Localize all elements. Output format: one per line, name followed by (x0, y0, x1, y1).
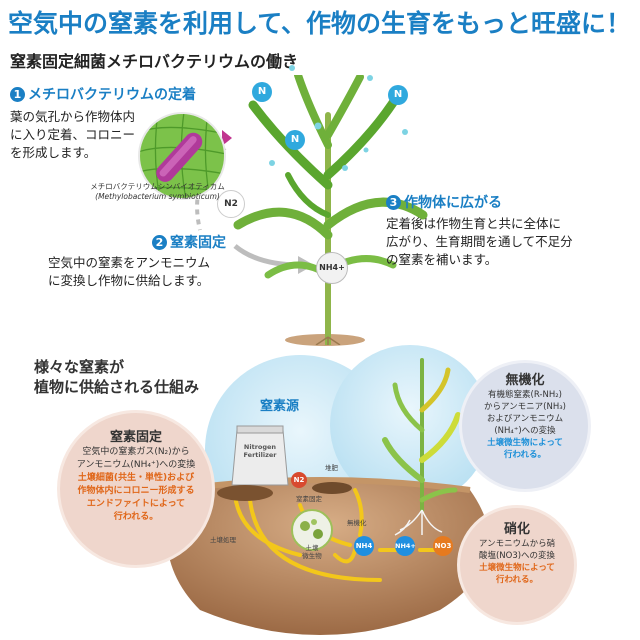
soil-treatment-label: 土壌処理 (210, 536, 236, 544)
pink-pointer (222, 130, 232, 146)
mineralization-circle-title: 無機化 (505, 373, 545, 388)
fixation-circle-title: 窒素固定 (109, 430, 162, 445)
mineralization-circle: 無機化 有機態窒素(R-NH₂) からアンモニア(NH₃) およびアンモニウム … (462, 363, 588, 489)
fixation-circle: 窒素固定 空気中の窒素ガス(N₂)から アンモニウム(NH₄⁺)への変換 土壌細… (60, 413, 212, 565)
no3-badge: NO3 (433, 536, 453, 556)
nh4-molecule: NH4+ (316, 252, 348, 284)
page-title: 空気中の窒素を利用して、作物の生育をもっと旺盛に！ (8, 9, 632, 38)
leaf-zoom-illustration (138, 112, 226, 200)
flow-arrow (353, 488, 364, 537)
fixation-small-label: 窒素固定 (296, 495, 322, 503)
page-subtitle: 窒素固定細菌メチロバクテリウムの働き (10, 52, 299, 71)
flow-arrow (333, 548, 357, 564)
n2-badge: N2 (291, 472, 307, 488)
microbe-circle (291, 509, 333, 551)
soil-illustration (166, 345, 490, 635)
step1-text: 葉の気孔から作物体内に入り定着、コロニーを形成します。 (10, 109, 136, 160)
nitrification-circle-title: 硝化 (503, 522, 530, 537)
n2-molecule: N2 (217, 190, 245, 218)
nitrogen-source-label: 窒素源 (260, 399, 300, 414)
manure-pile (312, 482, 352, 494)
n-molecule: N (285, 130, 305, 150)
bacterium-caption: メチロバクテリウムシンバイオティカム(Methylobacterium symb… (90, 182, 225, 201)
flow-arrow (233, 493, 302, 557)
n-molecule: N (388, 85, 408, 105)
soil-body (166, 477, 490, 635)
step3-text: 定着後は作物生育と共に全体に広がり、生育期間を通して不足分の窒素を補います。 (386, 216, 573, 267)
mineralization-label: 無機化 (347, 519, 367, 527)
manure-label: 堆肥 (325, 464, 338, 472)
flow-arrow (248, 498, 382, 582)
step2-text: 空気中の窒素をアンモニウムに変換し作物に供給します。 (48, 255, 211, 288)
soil-microbe-label: 土壌微生物 (302, 544, 322, 560)
nitrification-circle: 硝化 アンモニウムから硝 酸塩(NO3)への変換 土壌微生物によって 行われる。 (460, 508, 574, 622)
sky-circle (330, 345, 490, 505)
n-molecule: N (252, 82, 272, 102)
manure-pile (217, 485, 273, 501)
nh4-badge: NH4 (354, 536, 374, 556)
nh4-plus-badge: NH4+ (395, 536, 416, 556)
mechanism-heading: 様々な窒素が植物に供給される仕組み (34, 358, 200, 396)
